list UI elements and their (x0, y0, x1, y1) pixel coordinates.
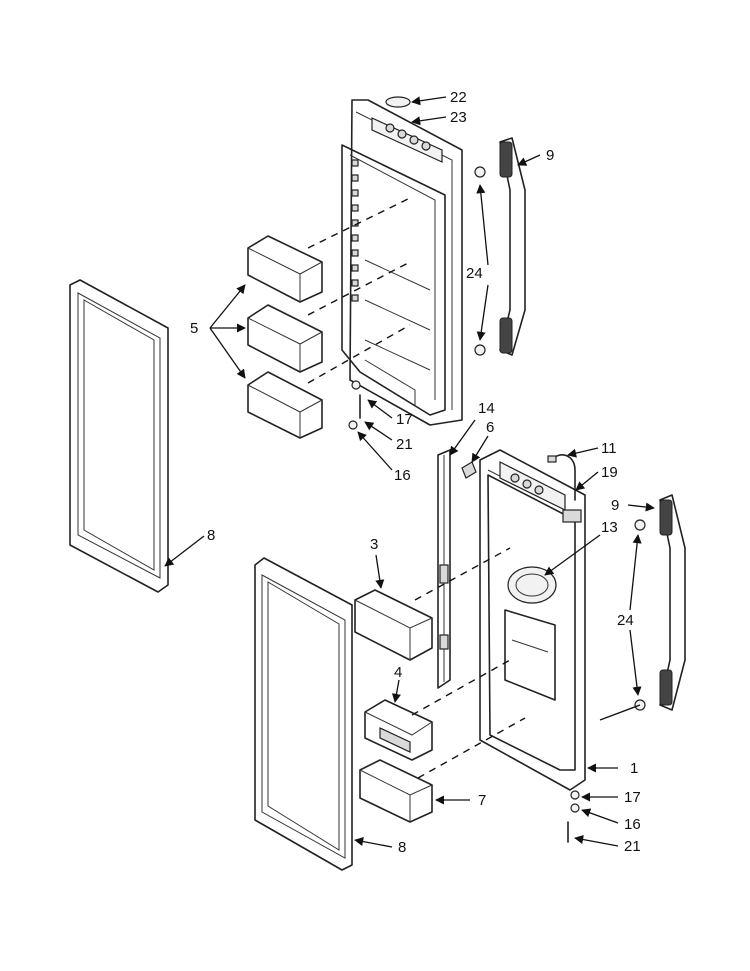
upper-fresh-food-door (341, 96, 463, 426)
callout-13: 13 (601, 519, 618, 536)
callout-5: 5 (190, 320, 198, 337)
hinge-cap-22 (385, 96, 411, 108)
callout-labels: 22 23 9 24 5 17 21 16 14 6 11 19 9 13 8 … (190, 89, 641, 856)
callout-23: 23 (450, 109, 467, 126)
callout-24-lower: 24 (617, 612, 634, 629)
callout-22: 22 (450, 89, 467, 106)
callout-14: 14 (478, 400, 495, 417)
door-bin-7 (359, 759, 433, 823)
door-bin-4 (364, 699, 433, 761)
dispenser-housing-13 (504, 566, 557, 701)
door-bin-upper-1 (247, 235, 323, 303)
callout-9-lower: 9 (611, 497, 619, 514)
door-bin-upper-2 (247, 304, 323, 373)
callout-9-upper: 9 (546, 147, 554, 164)
center-flip-mullion (437, 449, 451, 689)
shelf-slot-markers (351, 159, 359, 302)
callout-8-lower: 8 (398, 839, 406, 856)
callout-8-upper: 8 (207, 527, 215, 544)
lower-door-hardware (567, 790, 580, 843)
callout-7: 7 (478, 792, 486, 809)
leader-arrows (164, 96, 655, 848)
door-handle-lower (634, 494, 686, 711)
lower-dispenser-door (479, 449, 586, 791)
callout-1: 1 (630, 760, 638, 777)
callout-17-lower: 17 (624, 789, 641, 806)
callout-19: 19 (601, 464, 618, 481)
callout-4: 4 (394, 664, 402, 681)
door-bin-3 (354, 589, 433, 661)
upper-hinge-cover-23 (371, 117, 443, 163)
callout-3: 3 (370, 536, 378, 553)
callout-16-lower: 16 (624, 816, 641, 833)
callout-21-lower: 21 (624, 838, 641, 855)
door-handle-upper (474, 137, 526, 356)
callout-11: 11 (601, 440, 617, 457)
callout-6: 6 (486, 419, 494, 436)
callout-17-upper: 17 (396, 411, 413, 428)
door-gasket-upper (69, 279, 169, 593)
door-gasket-lower (254, 557, 353, 871)
hinge-bracket-19 (562, 509, 582, 523)
callout-21-upper: 21 (396, 436, 413, 453)
mullion-hinge-6 (461, 461, 477, 479)
door-bin-upper-3 (247, 371, 323, 439)
upper-door-hardware (348, 380, 361, 430)
callout-24-upper: 24 (466, 265, 483, 282)
callout-16-upper: 16 (394, 467, 411, 484)
